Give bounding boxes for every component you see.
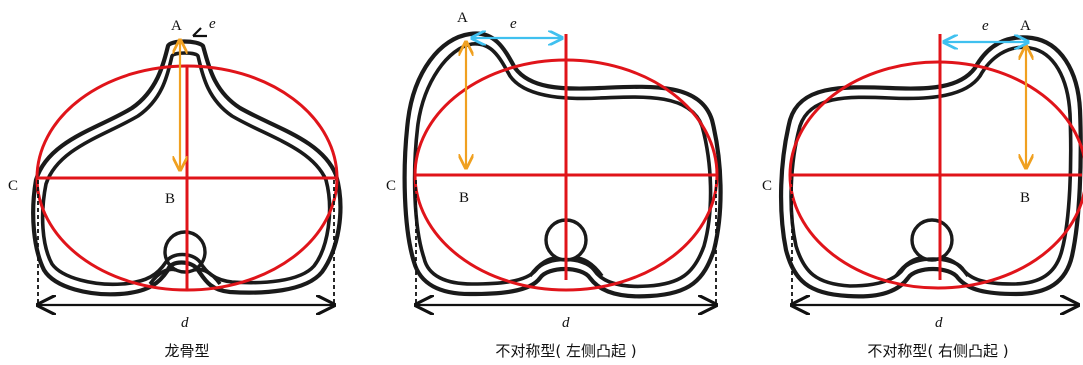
panel-asymmetric-right: A e B C d 不对称型( 右侧凸起 ) — [762, 18, 1083, 360]
panel-asymmetric-left: A e B C d 不对称型( 左侧凸起 ) — [386, 10, 723, 360]
label-a: A — [457, 10, 468, 26]
panel-keel: A e B C d 龙骨型 — [8, 16, 343, 360]
chest-outline-inner — [789, 45, 1073, 288]
label-c: C — [8, 178, 18, 194]
spine-right-process — [575, 256, 604, 278]
spine-left-process — [528, 256, 557, 278]
spine-left-process — [148, 267, 177, 286]
spine-right-process — [193, 267, 222, 286]
label-b: B — [459, 190, 469, 206]
chest-outline-inner — [412, 42, 713, 289]
label-a: A — [171, 18, 182, 34]
caption-asymmetric-right: 不对称型( 右侧凸起 ) — [867, 342, 1008, 360]
label-d: d — [935, 315, 943, 331]
offset-marker-e — [192, 27, 207, 38]
label-b: B — [1020, 190, 1030, 206]
label-d: d — [181, 315, 189, 331]
caption-keel: 龙骨型 — [164, 342, 209, 360]
label-a: A — [1020, 18, 1031, 34]
label-b: B — [165, 191, 175, 207]
caption-asymmetric-left: 不对称型( 左侧凸起 ) — [495, 342, 636, 360]
label-e: e — [510, 16, 517, 32]
chest-outline-inner — [40, 51, 332, 287]
label-c: C — [762, 178, 772, 194]
spine-vertebra — [910, 218, 954, 262]
label-c: C — [386, 178, 396, 194]
label-d: d — [562, 315, 570, 331]
spine-vertebra — [163, 230, 207, 274]
spine-right-process — [941, 256, 970, 278]
label-e: e — [982, 18, 989, 34]
label-e: e — [209, 16, 216, 32]
spine-left-process — [894, 256, 923, 278]
